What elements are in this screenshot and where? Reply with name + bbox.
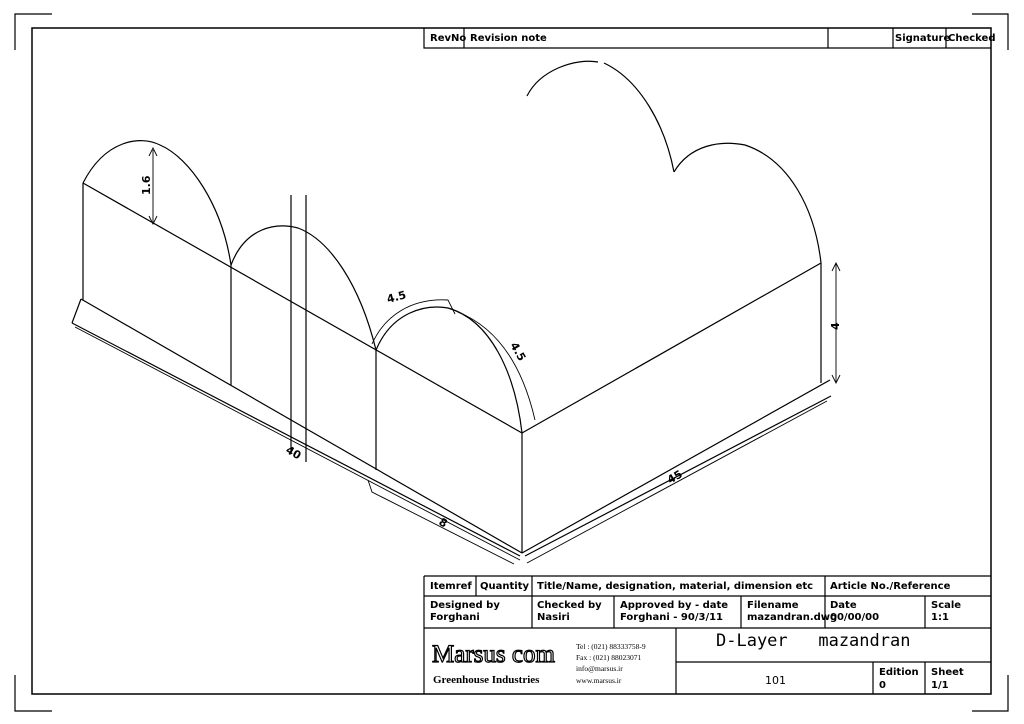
title-block [423, 575, 991, 694]
approved-label: Approved by - date [620, 600, 729, 611]
edition-value: 0 [879, 680, 886, 691]
sheet-value: 1/1 [931, 680, 949, 691]
company-email: info@marsus.ir [576, 664, 623, 673]
scale-label: Scale [931, 600, 962, 611]
filename-label: Filename [747, 600, 799, 611]
filename-value: mazandran.dwg [747, 612, 838, 623]
scale-value: 1:1 [931, 612, 949, 623]
sheet-label: Sheet [931, 667, 964, 678]
designed-by-value: Forghani [430, 612, 480, 623]
dimension-lines [74, 146, 841, 565]
designed-by-label: Designed by [430, 600, 500, 611]
checked-by-label: Checked by [537, 600, 602, 611]
dim-arch-height: 1.6 [140, 175, 153, 195]
drawing-frame [31, 27, 992, 695]
company-tagline: Greenhouse Industries [433, 674, 540, 686]
crop-marks [14, 13, 1009, 712]
company-logo: Marsus com [431, 640, 555, 668]
date-value: 00/00/00 [830, 612, 880, 623]
greenhouse-drawing [71, 60, 832, 557]
itemref-header: Itemref [430, 581, 472, 592]
dim-arch-span-a: 4.5 [385, 288, 407, 306]
layer-title: D-Layer mazandran [716, 631, 911, 651]
company-fax: Fax : (021) 88023071 [576, 653, 642, 662]
drawing-number: 101 [765, 674, 786, 687]
revision-note-label: Revision note [470, 33, 547, 44]
edition-label: Edition [879, 667, 919, 678]
date-label: Date [830, 600, 857, 611]
dim-front-length: 40 [284, 443, 304, 462]
checked-by-value: Nasiri [537, 612, 570, 623]
article-header: Article No./Reference [830, 581, 951, 592]
company-web: www.marsus.ir [576, 676, 622, 685]
approved-value: Forghani - 90/3/11 [620, 612, 724, 623]
rev-no-label: RevNo [430, 33, 467, 44]
dim-arch-span-b: 4.5 [507, 340, 528, 363]
quantity-header: Quantity [480, 581, 529, 592]
company-tel: Tel : (021) 88333758-9 [576, 642, 646, 651]
revision-block [423, 28, 991, 49]
title-header: Title/Name, designation, material, dimen… [537, 581, 814, 592]
dim-wall-height: 4 [829, 322, 842, 330]
signature-label: Signature [895, 33, 951, 44]
checked-label: Checked [948, 33, 996, 44]
